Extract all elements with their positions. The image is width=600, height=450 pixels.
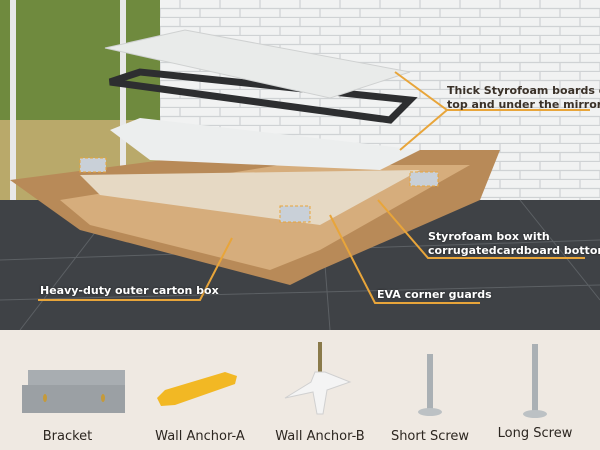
callout-line: Styrofoam box with [428,230,550,243]
mirror-frame [108,68,418,124]
part-label: Wall Anchor-B [275,429,365,444]
callout-styrofoam-boards: Thick Styrofoam boards on top and under … [447,84,600,112]
callout-lines [38,71,590,304]
packaging-illustration [0,0,600,331]
callout-line: top and under the mirror [447,98,600,111]
callout-line: corrugatedcardboard bottom [428,244,600,257]
part-wall-anchor-a: Wall Anchor-A [145,330,255,450]
callout-outer-carton: Heavy-duty outer carton box [40,284,219,297]
wall-anchor-a-icon [157,372,237,406]
callout-line: Thick Styrofoam boards on [447,84,600,97]
long-screw-icon [523,344,547,418]
part-long-screw: Long Screw [485,330,585,450]
callout-styrofoam-box: Styrofoam box with corrugatedcardboard b… [428,230,600,258]
part-label: Long Screw [497,426,573,441]
short-screw-icon [418,354,442,416]
bracket-icon [22,370,125,413]
styrofoam-board-bottom [110,118,420,170]
packaging-scene: Thick Styrofoam boards on top and under … [0,0,600,331]
part-short-screw: Short Screw [385,330,475,450]
callout-corner-guards: EVA corner guards [377,288,492,301]
part-label: Short Screw [390,429,470,444]
part-label: Bracket [42,429,93,444]
styrofoam-board-top [104,29,411,99]
hardware-panel: Bracket Wall Anchor-A Wall Anchor-B Shor… [0,330,600,450]
part-bracket: Bracket [10,330,125,450]
part-wall-anchor-b: Wall Anchor-B [265,330,375,450]
part-label: Wall Anchor-A [155,429,245,444]
wall-anchor-b-icon [284,342,352,415]
